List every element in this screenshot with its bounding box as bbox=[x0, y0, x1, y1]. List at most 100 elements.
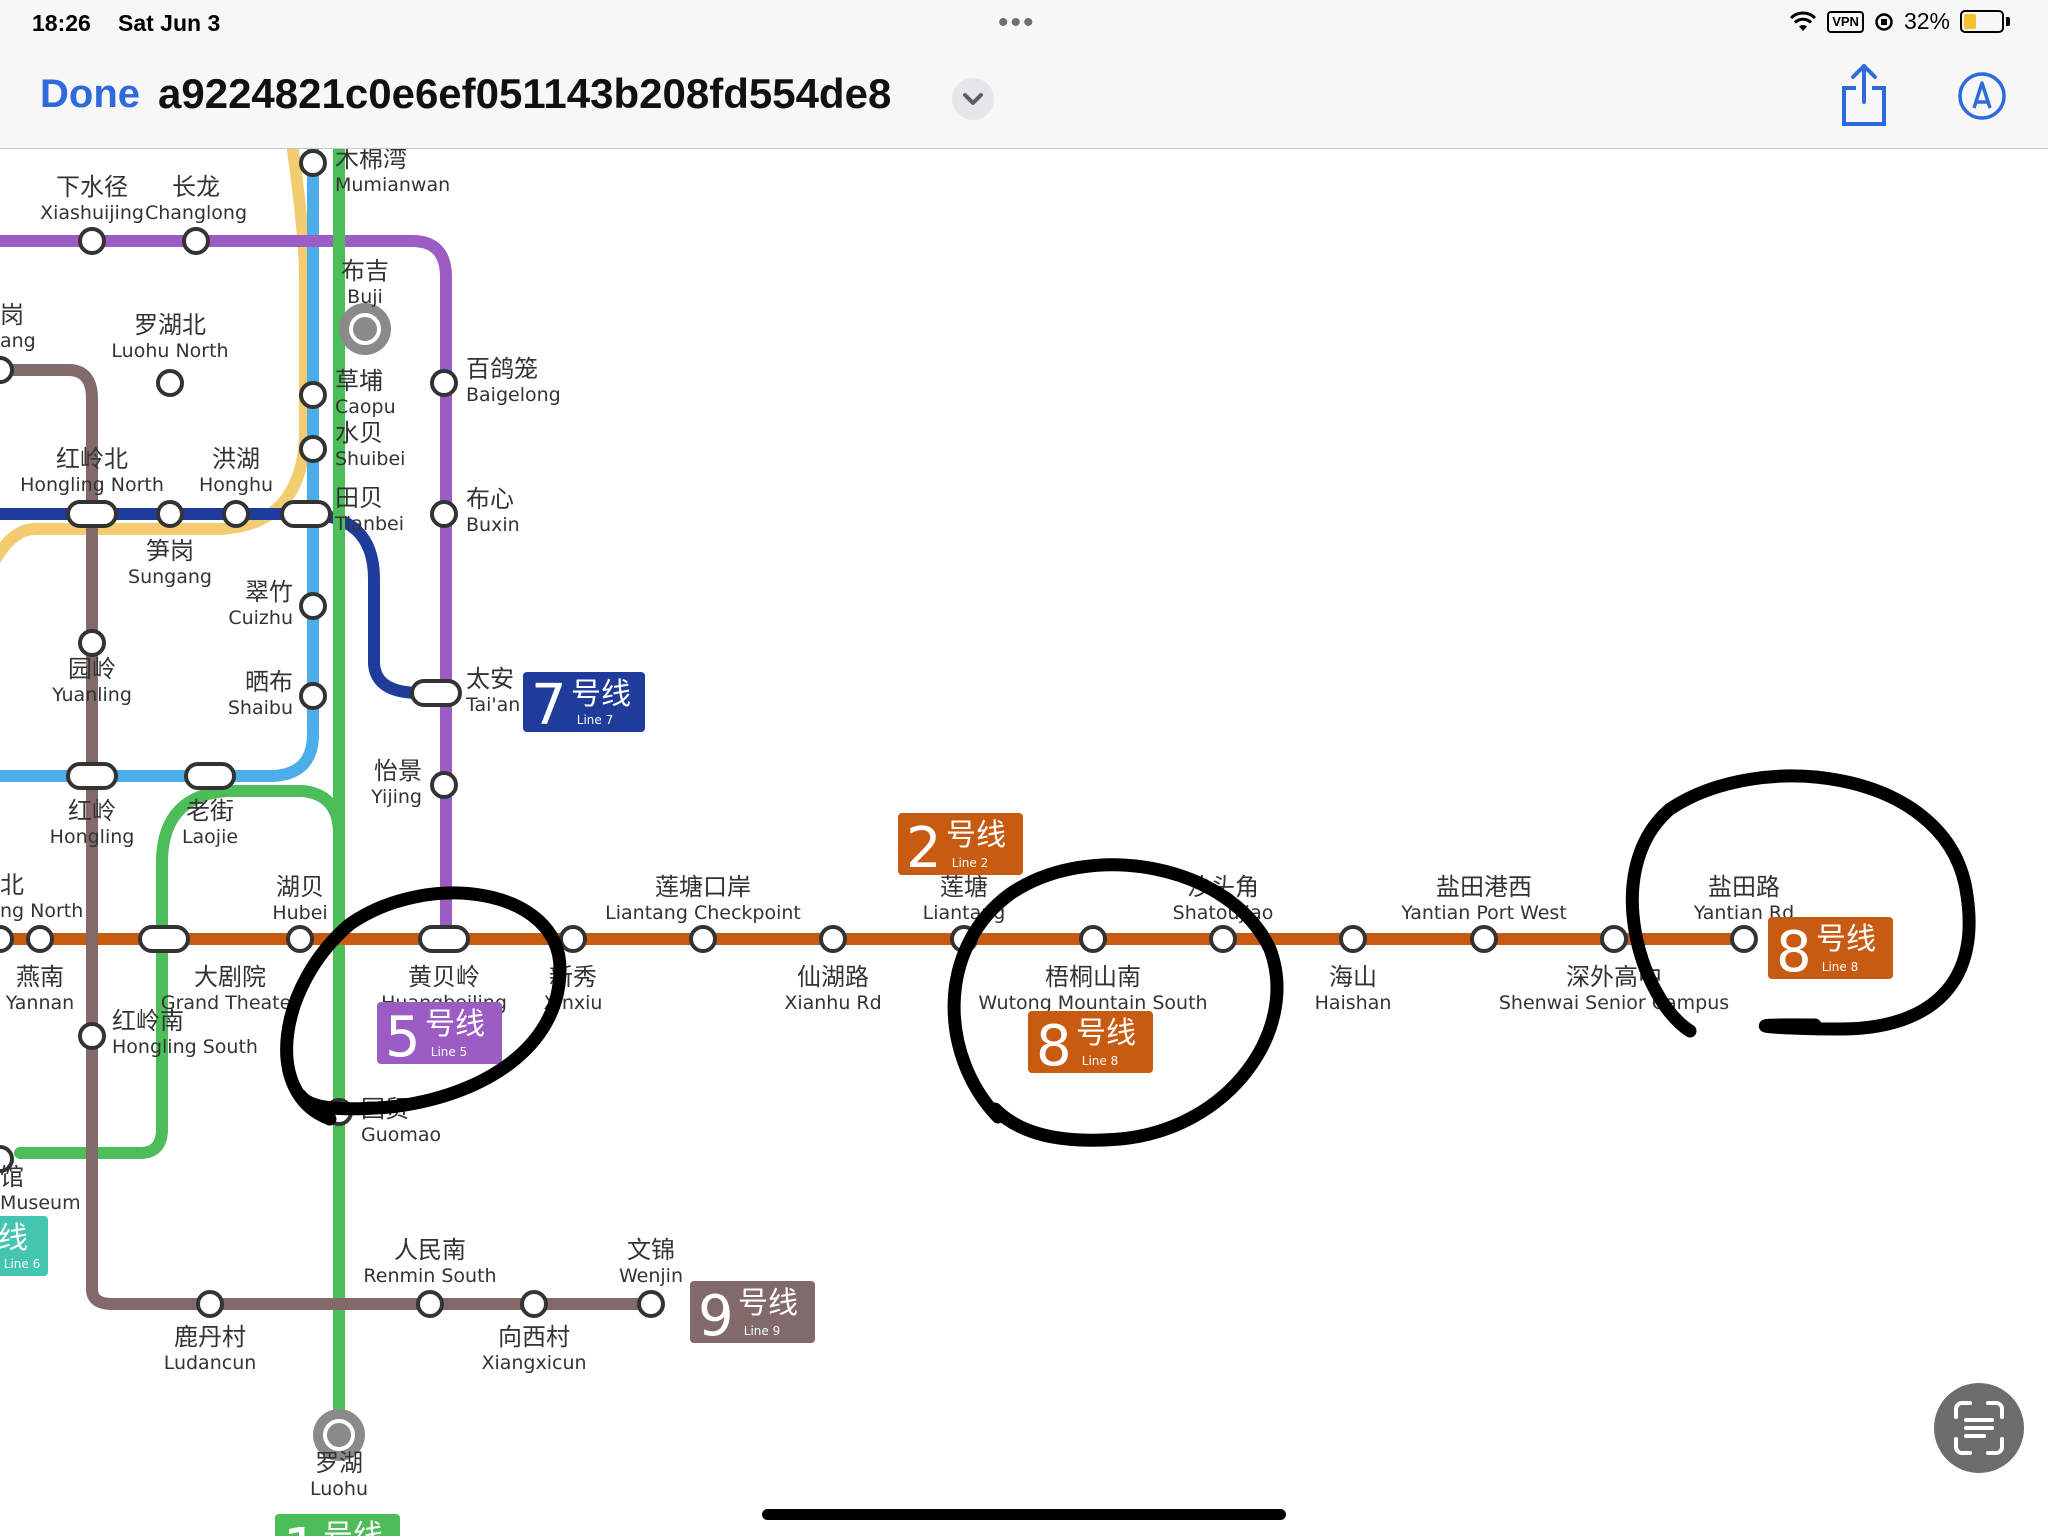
station-name-zh: 怡景 bbox=[374, 757, 422, 785]
station-node bbox=[299, 381, 327, 409]
station-node bbox=[26, 925, 54, 953]
station-name-en: Tai'an bbox=[465, 694, 520, 716]
station-name-zh: 人民南 bbox=[394, 1236, 466, 1264]
station-node bbox=[520, 1290, 548, 1318]
badge-label-en: Line 6 bbox=[4, 1257, 40, 1271]
status-time: 18:26 bbox=[32, 10, 91, 36]
station-name-en: Buji bbox=[347, 286, 383, 308]
live-text-scan-icon[interactable] bbox=[1934, 1383, 2024, 1473]
badge-label-en: Line 2 bbox=[952, 856, 988, 870]
badge-number: 5 bbox=[385, 1005, 421, 1070]
station-node bbox=[0, 356, 14, 384]
station-name-zh: 岗 bbox=[0, 301, 24, 329]
station-name-zh: 黄贝岭 bbox=[408, 963, 480, 991]
battery-icon bbox=[1960, 10, 2004, 33]
station-name-zh: 燕南 bbox=[16, 963, 64, 991]
station-name-zh: 文锦 bbox=[627, 1236, 675, 1264]
station-name-en: Cuizhu bbox=[228, 607, 293, 629]
station-name-en: Shaibu bbox=[228, 697, 293, 719]
station-name-en: Mumianwan bbox=[335, 174, 450, 196]
station-name-zh: 湖贝 bbox=[276, 873, 324, 901]
station-name-en: Hongling bbox=[50, 826, 135, 848]
station-node bbox=[286, 925, 314, 953]
station-node bbox=[0, 1145, 14, 1173]
railway-station-icon bbox=[313, 1409, 365, 1461]
document-title[interactable]: a9224821c0e6ef051143b208fd554de8 bbox=[158, 70, 892, 117]
station-name-zh: 老街 bbox=[186, 797, 234, 825]
station-name-en: Honghu bbox=[199, 474, 273, 496]
station-node bbox=[182, 227, 210, 255]
station-name-en: Hubei bbox=[272, 902, 327, 924]
orientation-lock-icon bbox=[1875, 12, 1893, 31]
badge-label-zh: 号线 bbox=[323, 1519, 383, 1536]
station-name-en: Shuibei bbox=[335, 448, 405, 470]
markup-pen-icon[interactable] bbox=[1956, 70, 2008, 122]
station-name-zh: 鹿丹村 bbox=[174, 1323, 246, 1351]
station-name-zh: 笋岗 bbox=[146, 537, 194, 565]
battery-percent: 32% bbox=[1903, 8, 1950, 34]
badge-number: 8 bbox=[1036, 1014, 1072, 1079]
station-ng-north: 北ng North bbox=[0, 871, 83, 953]
station-name-zh: 向西村 bbox=[498, 1323, 570, 1351]
station-name-zh: 红岭 bbox=[68, 797, 116, 825]
badge-background bbox=[523, 672, 645, 732]
status-date: Sat Jun 3 bbox=[118, 10, 221, 36]
badge-label-zh: 号线 bbox=[425, 1007, 485, 1042]
badge-background bbox=[1768, 917, 1893, 979]
wifi-icon bbox=[1790, 11, 1817, 31]
station-node bbox=[299, 435, 327, 463]
station-node bbox=[637, 1290, 665, 1318]
station-name-zh: 馆 bbox=[0, 1163, 24, 1191]
share-icon[interactable] bbox=[1836, 62, 1892, 128]
station-name-en: Hongling North bbox=[20, 474, 164, 496]
station-name-en: Changlong bbox=[145, 202, 247, 224]
done-button[interactable]: Done bbox=[40, 72, 140, 116]
station-name-en: Tianbei bbox=[334, 513, 404, 535]
station-node bbox=[0, 925, 14, 953]
station-name-zh: 梧桐山南 bbox=[1045, 963, 1141, 991]
badge-label-zh: 号线 bbox=[946, 818, 1006, 853]
station-name-zh: 莲塘 bbox=[940, 873, 988, 901]
station-node bbox=[559, 925, 587, 953]
badge-label-en: Line 8 bbox=[1822, 960, 1858, 974]
station-node bbox=[299, 682, 327, 710]
chevron-down-icon[interactable] bbox=[952, 78, 994, 120]
document-toolbar: Done a9224821c0e6ef051143b208fd554de8 bbox=[0, 48, 2048, 149]
station-name-zh: 太安 bbox=[466, 665, 514, 693]
badge-label-zh: 号线 bbox=[1076, 1016, 1136, 1051]
station-node bbox=[156, 369, 184, 397]
badge-label-en: Line 7 bbox=[577, 713, 613, 727]
station-name-zh: 大剧院 bbox=[194, 963, 266, 991]
station-name-en: Baigelong bbox=[466, 384, 561, 406]
multitasking-dots-icon[interactable]: ••• bbox=[998, 6, 1036, 39]
badge-number: 9 bbox=[698, 1284, 734, 1349]
station-name-zh: 晒布 bbox=[245, 668, 293, 696]
station-node bbox=[78, 629, 106, 657]
home-indicator[interactable] bbox=[762, 1509, 1286, 1520]
railway-ring bbox=[323, 1419, 355, 1451]
station-name-en: Renmin South bbox=[363, 1265, 496, 1287]
station-name-en: Haishan bbox=[1315, 992, 1392, 1014]
station-name-en: Yijing bbox=[370, 786, 422, 808]
